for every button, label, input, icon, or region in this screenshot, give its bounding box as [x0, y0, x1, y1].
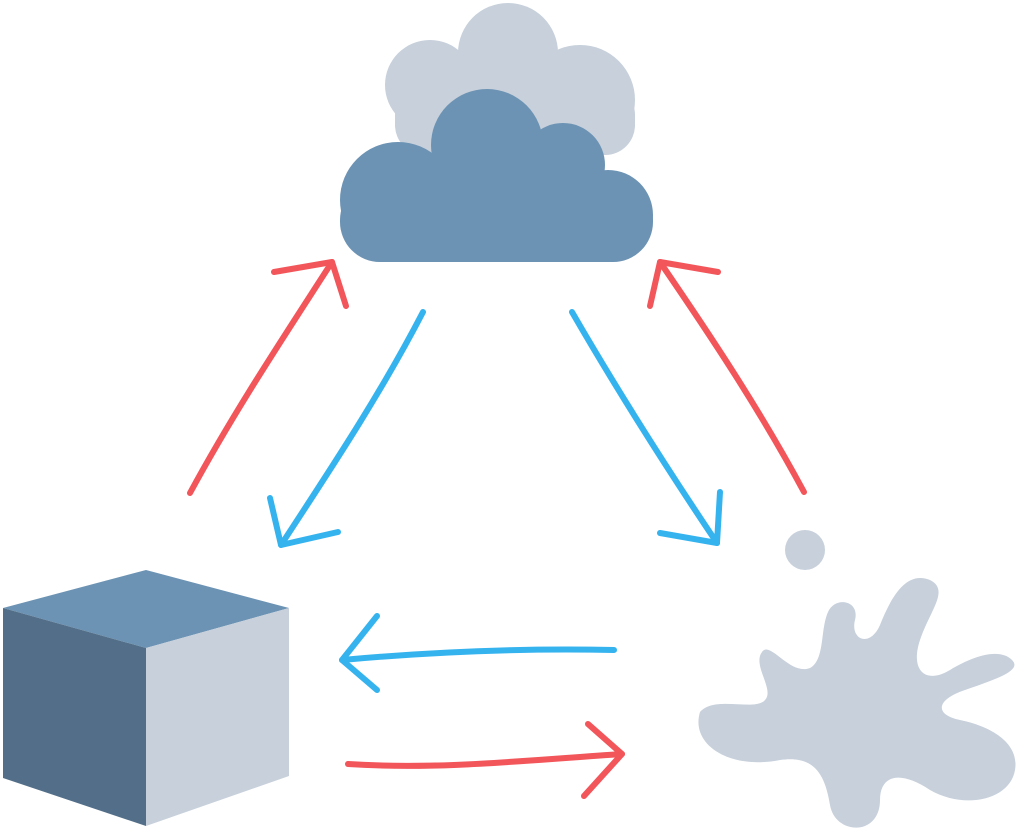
arrows — [187, 259, 807, 799]
cloud-icon — [340, 3, 653, 262]
arrow-cube-to-cloud — [187, 259, 349, 496]
arrow-cube-to-splat — [345, 721, 625, 799]
arrow-cloud-to-cube — [267, 309, 426, 548]
cube-right-face — [146, 608, 289, 826]
splat-shape — [698, 578, 1016, 828]
splat-droplet — [785, 530, 825, 570]
cube-top-face — [3, 570, 289, 648]
cube-icon — [3, 570, 289, 826]
cube-left-face — [3, 608, 146, 826]
arrow-cloud-to-splat — [569, 309, 723, 546]
arrow-splat-to-cloud — [647, 259, 807, 495]
cloud-front-shape — [340, 89, 653, 262]
splat-icon — [698, 530, 1016, 828]
arrow-splat-to-cube — [339, 613, 617, 693]
